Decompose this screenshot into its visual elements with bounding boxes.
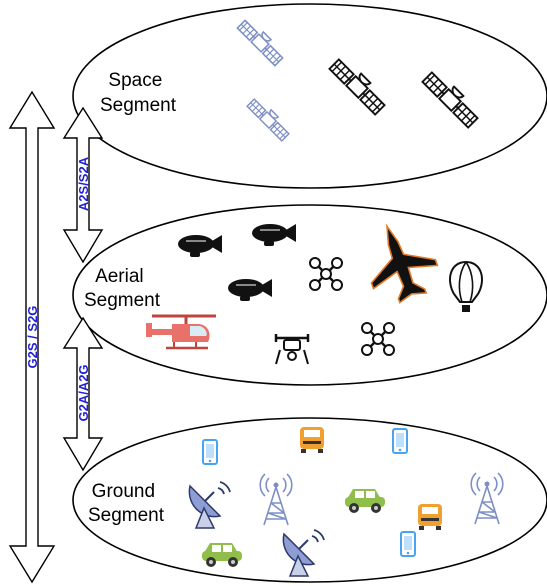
space-segment-label: Space Segment — [100, 70, 177, 116]
space-segment-ellipse — [72, 3, 547, 189]
g2a-link-label: G2A/A2G — [76, 364, 91, 421]
ground-segment-label: Ground Segment — [88, 481, 165, 526]
g2s-link-label: G2S / S2G — [25, 306, 40, 369]
ground-segment-ellipse — [72, 417, 547, 583]
a2s-arrow — [62, 106, 104, 264]
a2s-link-label: A2S/S2A — [76, 156, 91, 211]
balloon-icon — [449, 260, 483, 312]
aerial-segment-label: Aerial Segment — [84, 266, 161, 311]
g2a-arrow — [62, 316, 104, 472]
g2s-arrow — [8, 90, 56, 584]
jet-icon — [370, 223, 439, 304]
drone-camera-icon — [274, 334, 310, 365]
helicopter-icon — [146, 314, 216, 350]
